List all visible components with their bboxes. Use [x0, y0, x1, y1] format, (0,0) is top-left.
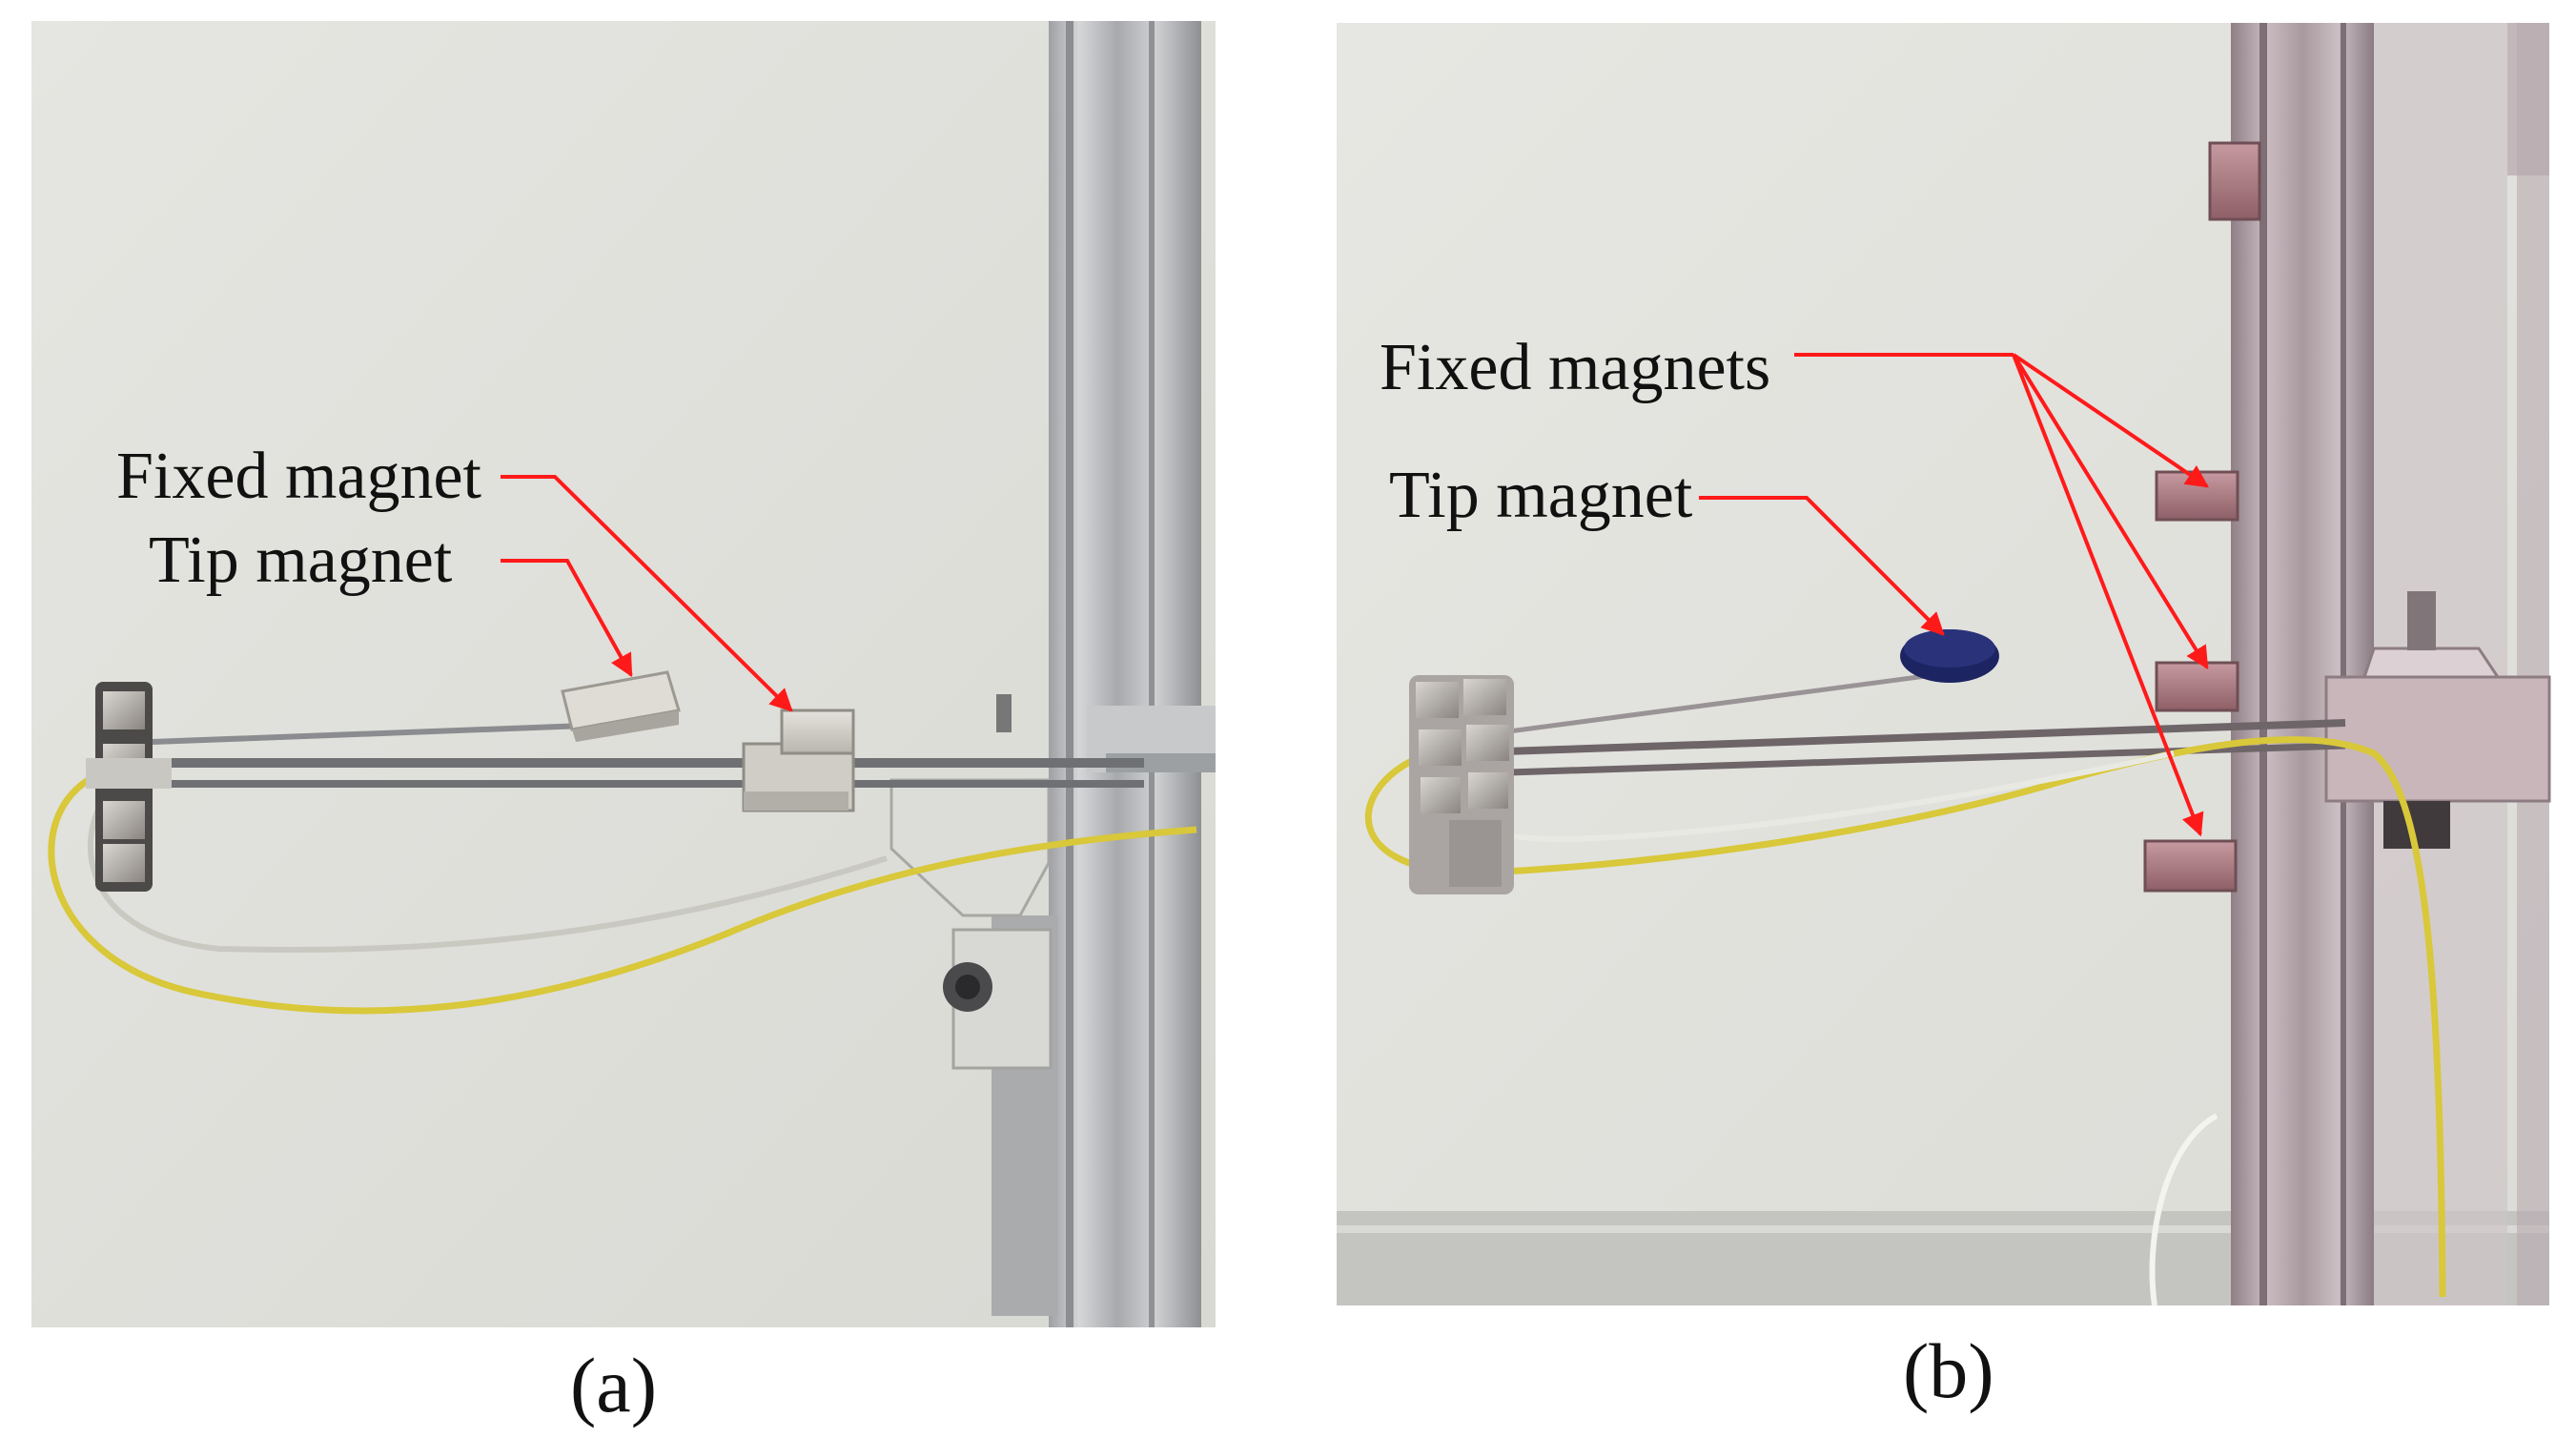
photo-panel-b	[1337, 23, 2551, 1306]
tip-magnet-b	[1900, 629, 1999, 683]
photo-panel-a	[31, 21, 1216, 1327]
mount-block-b	[2324, 591, 2551, 849]
fixed-magnet-a	[742, 709, 855, 812]
left-clamp-nuts-a	[86, 682, 172, 892]
aluminum-frame-a	[992, 21, 1216, 1327]
clamp-bracket-a	[889, 694, 1053, 1070]
tip-magnet-label-a: Tip magnet	[149, 524, 453, 597]
fixed-magnets-label-b: Fixed magnets	[1380, 331, 1770, 404]
cantilever-beams-a	[143, 722, 1144, 788]
panel-a-caption: (a)	[570, 1342, 657, 1428]
annotation-arrows-a	[501, 475, 793, 712]
panel-b-caption: (b)	[1903, 1327, 1994, 1414]
left-clamp-nuts-b	[1409, 675, 1514, 894]
fixed-magnet-label-a: Fixed magnet	[116, 440, 482, 513]
white-wire-a	[88, 784, 888, 954]
yellow-wire-a	[48, 769, 1197, 1015]
white-cable-b	[2149, 1113, 2218, 1306]
annotation-arrows-b	[1699, 353, 2209, 837]
tip-magnet-label-b: Tip magnet	[1389, 459, 1693, 532]
tip-magnet-a	[561, 670, 681, 742]
